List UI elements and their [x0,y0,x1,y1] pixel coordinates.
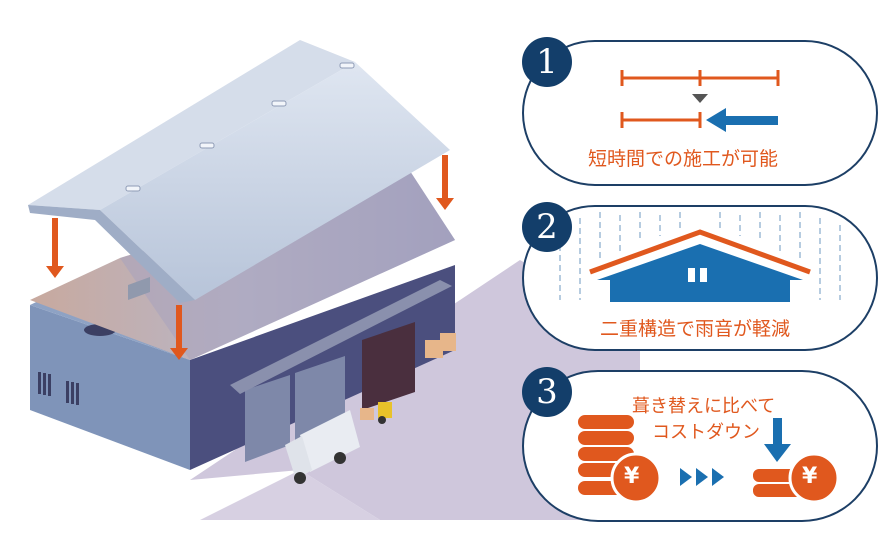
forklift [378,402,392,424]
shutter-door-dark [362,322,415,410]
feature-text-2: 二重構造で雨音が軽減 [600,318,791,340]
feature-text-1: 短時間での施工が可能 [588,148,779,170]
truck [285,410,360,484]
feature-number-2: 2 [522,202,572,252]
down-arrow-icon [46,155,454,360]
shutter-door [245,375,290,462]
new-roof-left [28,40,355,210]
louver-vent [38,372,79,405]
pallet [360,333,456,420]
yen-symbol-left: ¥ [624,464,640,489]
feature-number-1: 1 [522,37,572,87]
ground-road [200,470,380,520]
feature-text-3-line1: 葺き替えに比べて [632,396,776,417]
feature-number-3: 3 [522,367,572,417]
yen-symbol-right: ¥ [802,464,818,489]
roof-bolts [125,62,355,192]
feature-text-3-line2: コストダウン [652,422,760,443]
new-roof-right [100,62,450,300]
roof-equipment [128,277,150,300]
canopy [230,280,452,394]
